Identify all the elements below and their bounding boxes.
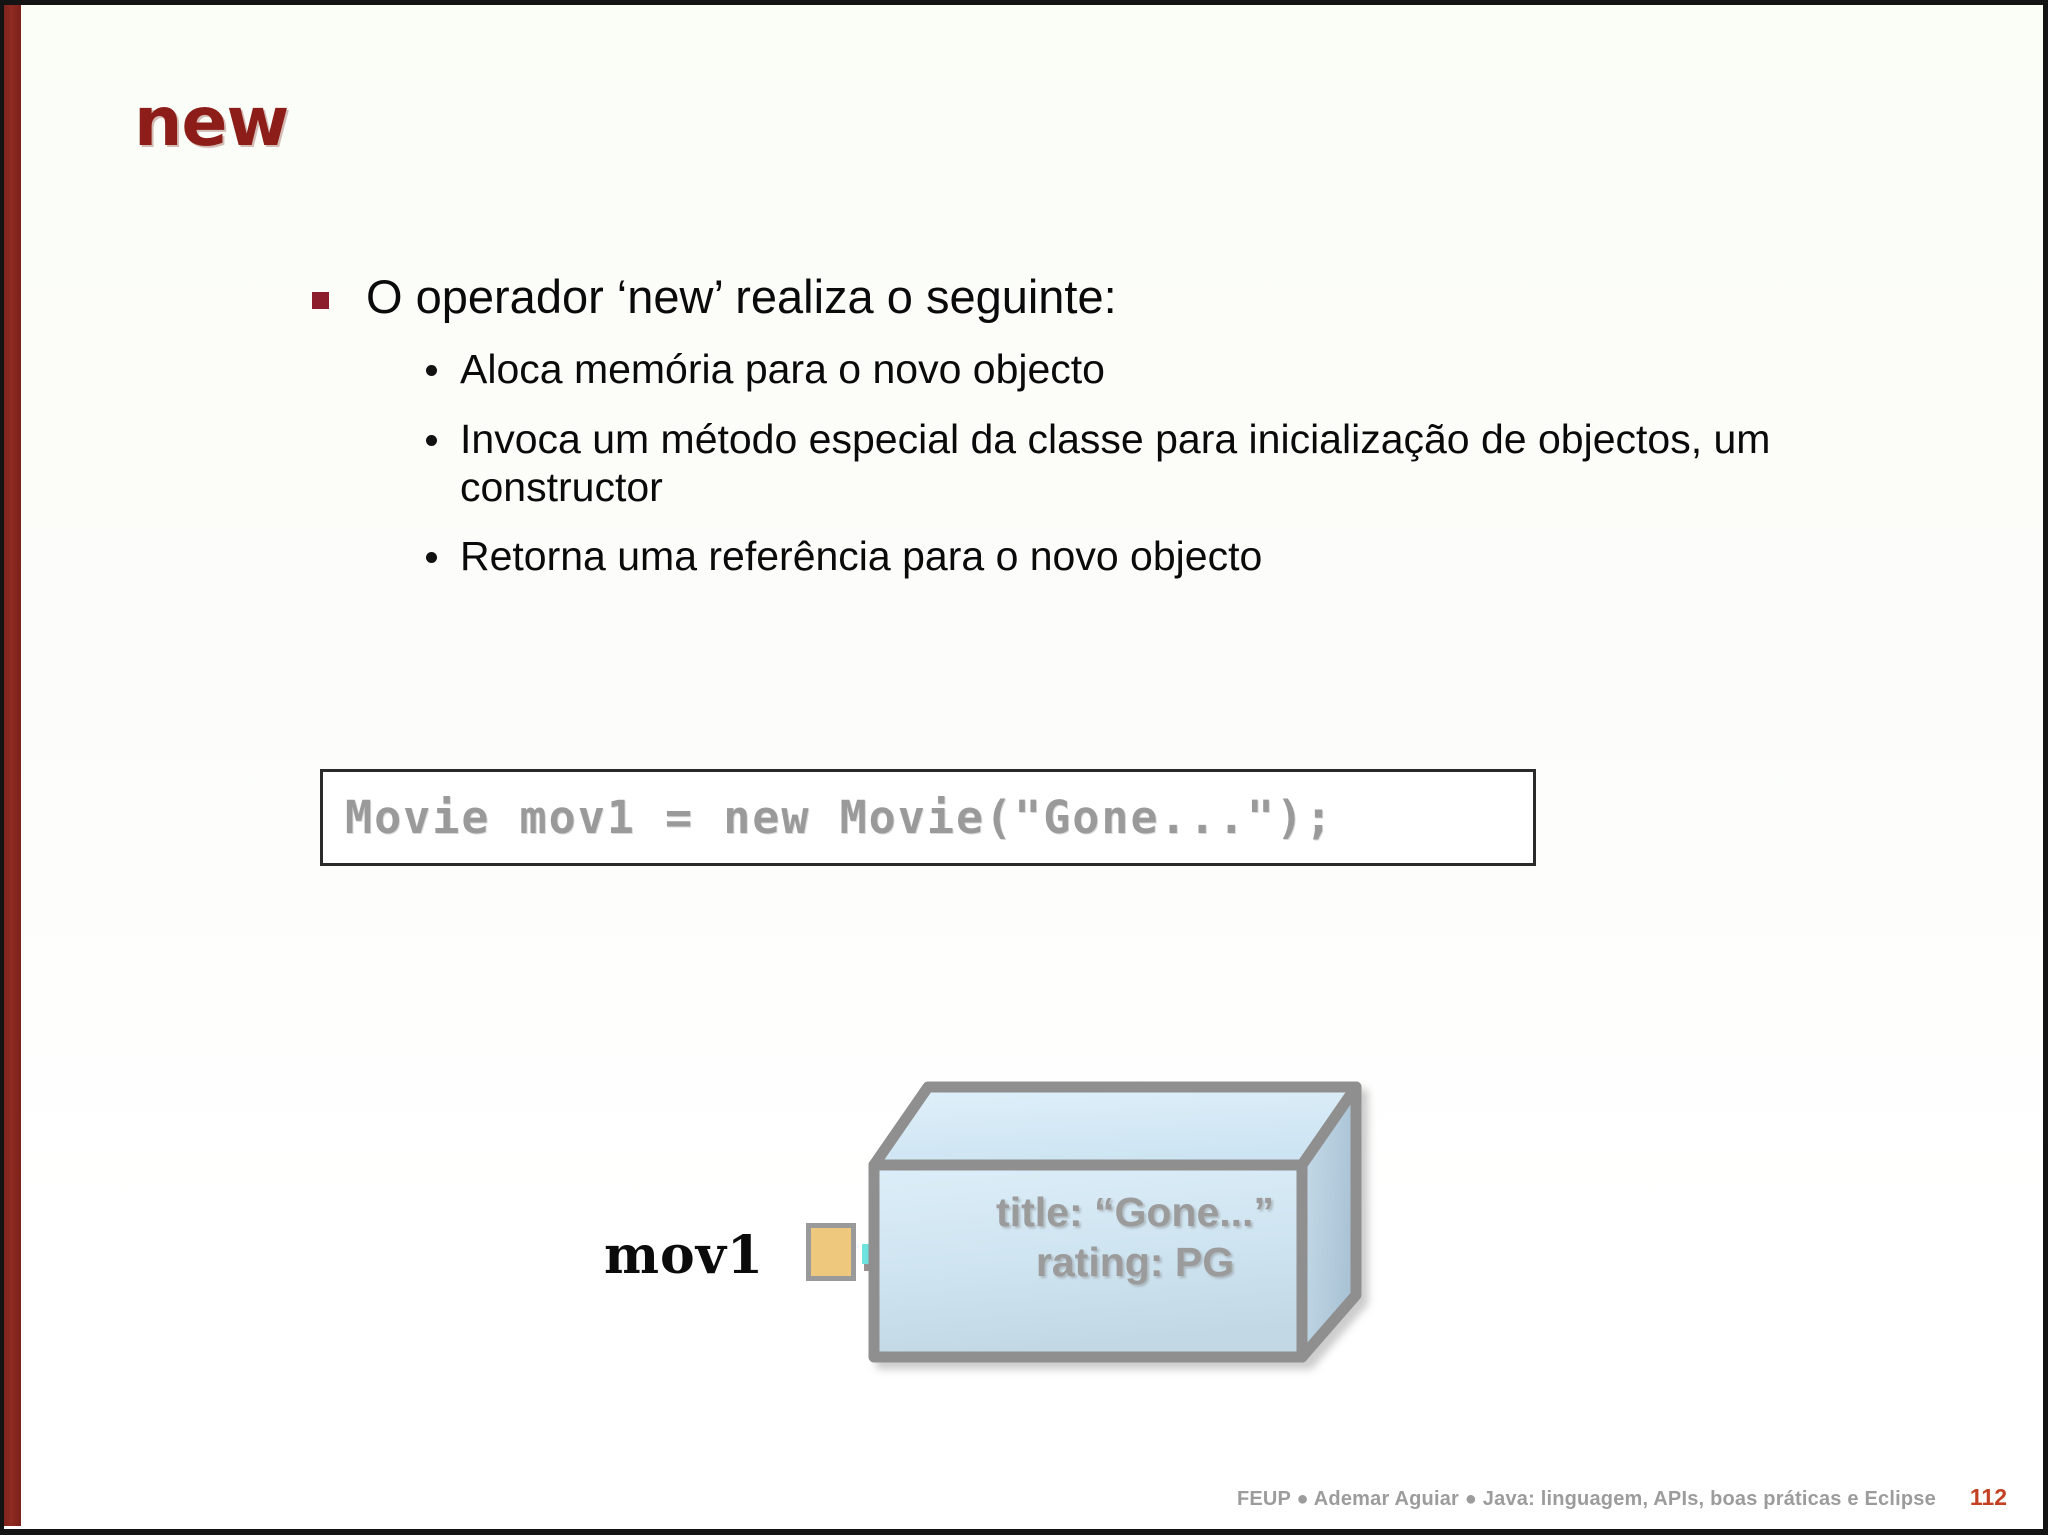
page-title: new [134, 83, 289, 162]
sub-bullet-label: Retorna uma referência para o novo objec… [460, 533, 1263, 580]
variable-name-label: mov1 [604, 1225, 765, 1286]
list-item: Aloca memória para o novo objecto [304, 346, 1984, 394]
round-bullet-icon [426, 552, 437, 564]
object-reference-diagram: mov1 [564, 1065, 1964, 1405]
code-snippet-box: Movie mov1 = new Movie("Gone..."); [320, 769, 1536, 866]
list-item: Invoca um método especial da classe para… [304, 416, 1984, 512]
footer-credits: FEUP ● Ademar Aguiar ● Java: linguagem, … [1236, 1488, 1936, 1510]
footer: FEUP ● Ademar Aguiar ● Java: linguagem, … [1237, 1484, 2007, 1511]
main-bullet: O operador ‘new’ realiza o seguinte: [304, 270, 1984, 324]
sub-bullet-label: Aloca memória para o novo objecto [460, 345, 1105, 392]
sub-bullet-list: Aloca memória para o novo objecto Invoca… [304, 346, 1984, 582]
body-content: O operador ‘new’ realiza o seguinte: Alo… [304, 270, 1984, 603]
square-bullet-icon [312, 292, 329, 309]
sub-bullet-label: Invoca um método especial da classe para… [460, 415, 1771, 510]
left-accent-bar [4, 5, 21, 1526]
footer-page-number: 112 [1969, 1484, 2007, 1510]
variable-slot-box [806, 1223, 856, 1281]
object-box-svg [868, 1081, 1362, 1363]
main-bullet-label: O operador ‘new’ realiza o seguinte: [366, 270, 1117, 323]
round-bullet-icon [426, 434, 437, 446]
code-snippet-text: Movie mov1 = new Movie("Gone..."); [345, 791, 1335, 844]
object-box-3d [864, 1065, 1404, 1385]
list-item: Retorna uma referência para o novo objec… [304, 533, 1984, 581]
round-bullet-icon [426, 364, 437, 376]
